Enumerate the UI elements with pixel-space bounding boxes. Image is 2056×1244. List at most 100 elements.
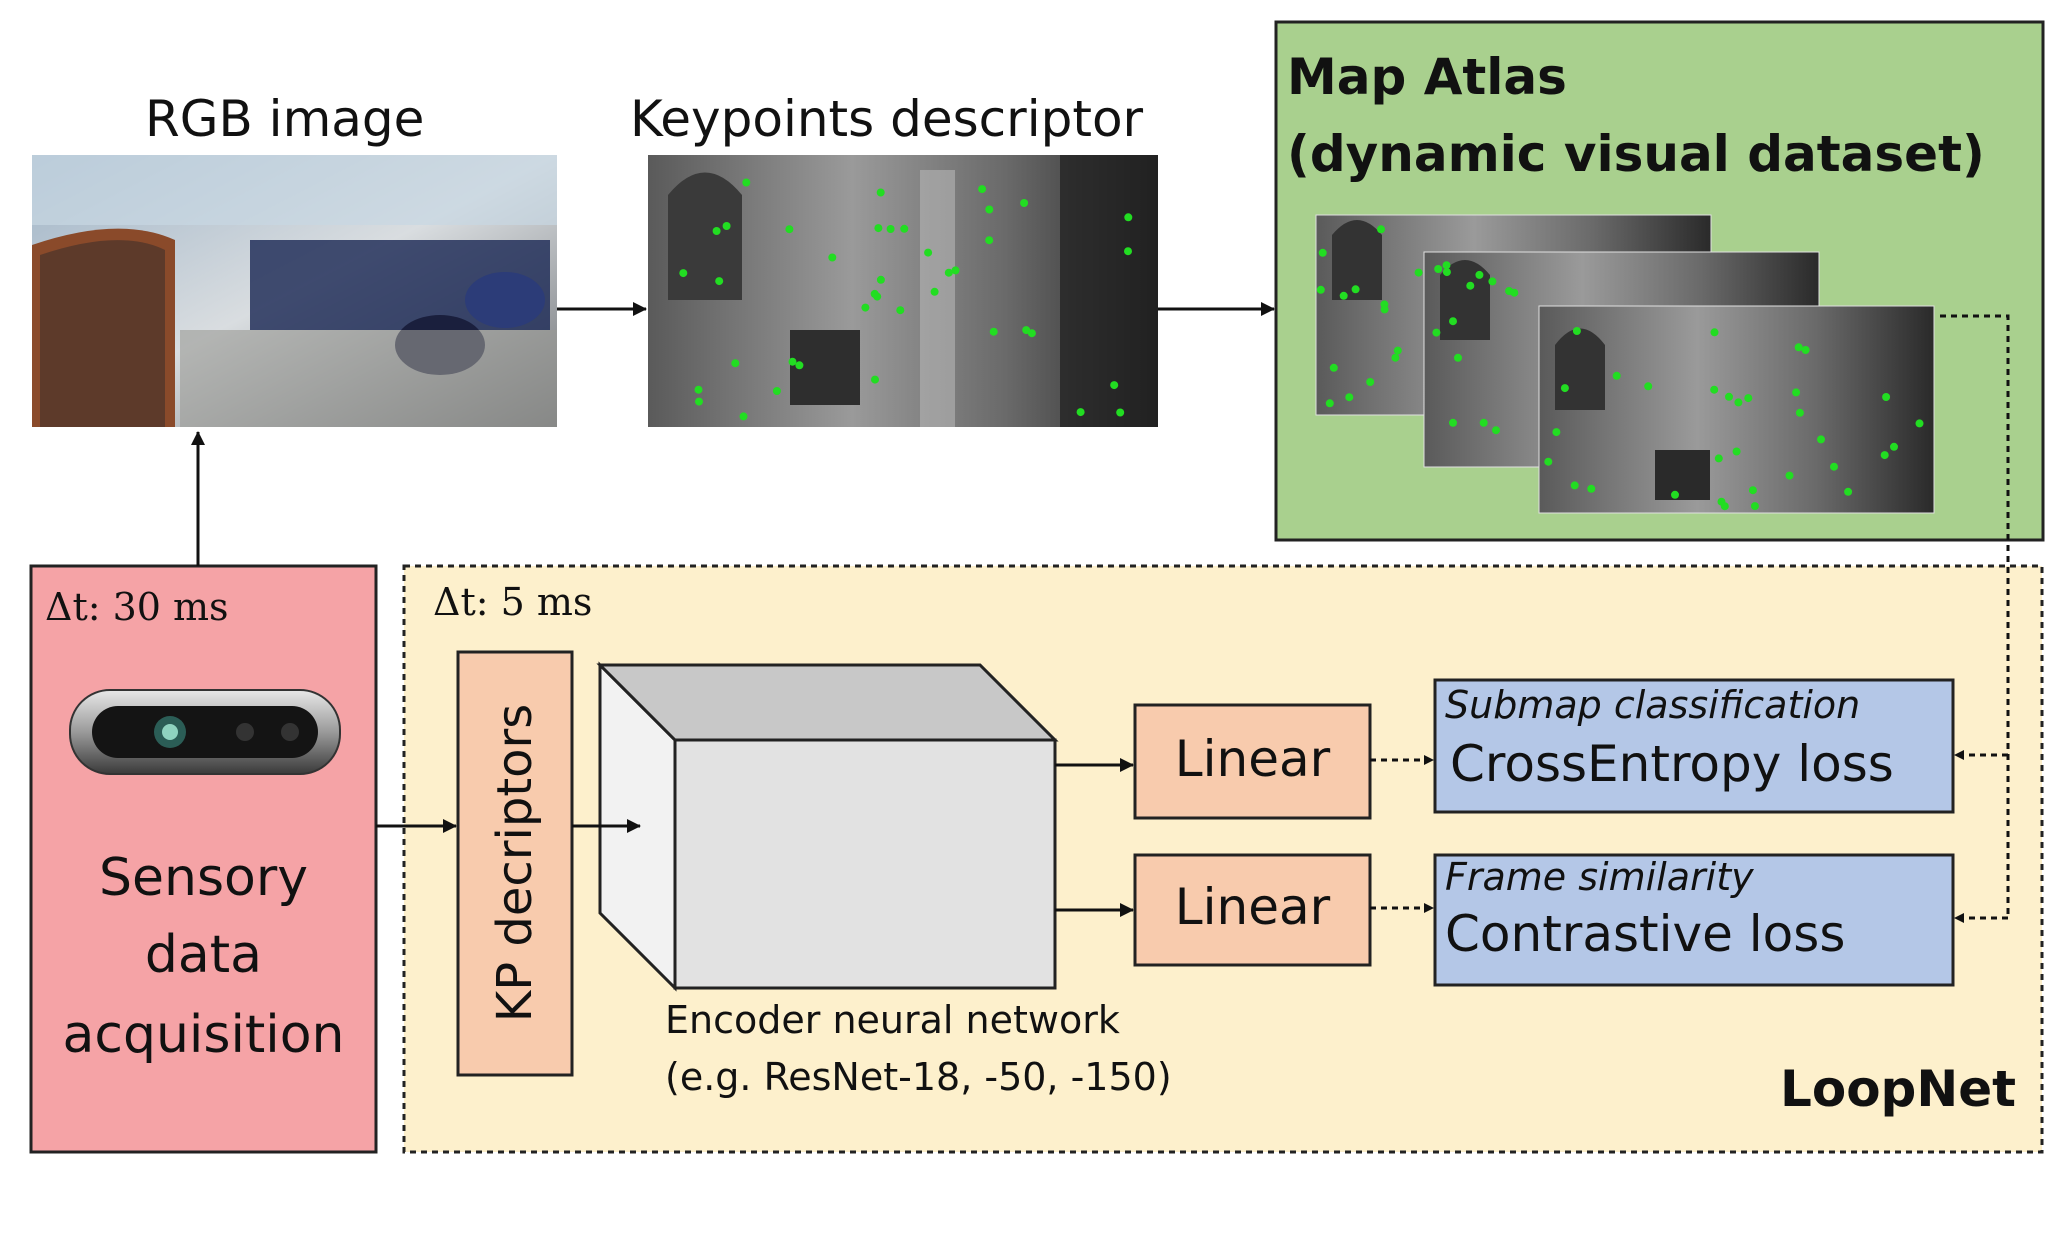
keypoint-dot xyxy=(1890,442,1898,451)
keypoint-dot xyxy=(1880,451,1889,460)
keypoint-dot xyxy=(1801,346,1810,354)
atlas-feedback-line xyxy=(1940,314,2010,918)
keypoint-dot xyxy=(1339,291,1348,300)
keypoint-dot xyxy=(788,357,797,366)
keypoint-dot xyxy=(861,303,870,312)
linear-top-label: Linear xyxy=(1174,730,1331,788)
keypoint-dot xyxy=(739,412,748,421)
keypoint-dot xyxy=(1785,471,1794,480)
keypoint-dot xyxy=(944,268,953,277)
keypoint-dot xyxy=(1454,353,1462,362)
atlas-title-line1: Map Atlas xyxy=(1287,48,1567,106)
keypoint-dot xyxy=(876,275,885,284)
keypoint-dot xyxy=(1505,287,1514,295)
keypoint-dot xyxy=(1544,457,1553,466)
camera-icon xyxy=(69,689,341,775)
loss-box-bottom xyxy=(1433,853,1955,987)
keypoint-dot xyxy=(1479,418,1488,427)
loss-bottom-caption: Frame similarity xyxy=(1445,855,1754,899)
linear-box-top xyxy=(1133,703,1372,820)
keypoint-dot xyxy=(1110,381,1119,390)
keypoint-dot xyxy=(1844,487,1853,496)
keypoint-dot xyxy=(1391,353,1400,362)
keypoint-dot xyxy=(772,387,781,395)
keypoint-dot xyxy=(1116,408,1125,417)
keypoint-dot xyxy=(1560,384,1569,393)
keypoint-dot xyxy=(870,289,879,298)
keypoint-dot xyxy=(1817,435,1825,444)
keypoint-dot xyxy=(1612,371,1621,380)
keypoint-dot xyxy=(1318,248,1327,257)
loss-bottom-name: Contrastive loss xyxy=(1445,905,1846,963)
keypoint-dot xyxy=(1377,225,1385,234)
keypoint-dot xyxy=(876,188,885,197)
rgb-image xyxy=(32,155,557,427)
keypoint-dot xyxy=(1552,428,1561,437)
keypoint-dot xyxy=(1915,419,1924,428)
atlas-title-line2: (dynamic visual dataset) xyxy=(1287,125,1985,183)
keypoint-dot xyxy=(712,227,721,235)
keypoint-dot xyxy=(1076,408,1085,417)
keypoint-dot xyxy=(715,277,724,286)
keypoint-dot xyxy=(722,222,731,230)
encoder-block xyxy=(596,661,1059,992)
keypoint-dot xyxy=(1732,447,1741,456)
keypoint-dot xyxy=(1710,328,1719,337)
keypoint-dot xyxy=(1795,408,1804,417)
sensor-delta-t: Δt: 30 ms xyxy=(45,585,229,629)
keypoint-dot xyxy=(1366,378,1375,386)
keypoint-dot xyxy=(985,205,994,214)
keypoint-dot xyxy=(1442,268,1451,277)
keypoints-title: Keypoints descriptor xyxy=(630,90,1144,148)
keypoint-dot xyxy=(1475,270,1484,279)
keypoint-dot xyxy=(1449,317,1457,326)
keypoint-dot xyxy=(1644,382,1653,391)
keypoint-dot xyxy=(828,253,837,262)
keypoint-dot xyxy=(1587,484,1596,493)
keypoint-dot xyxy=(1124,213,1133,222)
keypoint-dot xyxy=(1725,392,1733,401)
keypoint-dot xyxy=(1744,394,1753,403)
rgb-image-title: RGB image xyxy=(145,90,425,148)
loopnet-name: LoopNet xyxy=(1780,1060,2017,1118)
keypoint-dot xyxy=(694,385,703,394)
encoder-label-line2: (e.g. ResNet-18, -50, -150) xyxy=(665,1055,1172,1099)
keypoint-dot xyxy=(871,375,879,384)
keypoint-dot xyxy=(1434,265,1443,273)
keypoint-dot xyxy=(1720,502,1729,511)
keypoint-dot xyxy=(1432,328,1441,337)
keypoint-dot xyxy=(1449,418,1457,427)
linear-box-bottom xyxy=(1133,853,1372,967)
keypoint-dots xyxy=(679,178,1924,511)
keypoint-dot xyxy=(731,359,740,368)
keypoints-image xyxy=(648,155,1158,427)
keypoint-dot xyxy=(900,224,909,233)
sensor-label-line2: data xyxy=(144,925,263,985)
keypoint-dot xyxy=(1380,305,1389,314)
loopnet-delta-t: Δt: 5 ms xyxy=(433,580,593,624)
keypoint-dot xyxy=(896,306,905,315)
keypoint-dot xyxy=(886,225,895,233)
keypoint-dot xyxy=(1325,399,1334,408)
keypoint-dot xyxy=(924,248,933,257)
keypoint-dot xyxy=(951,266,960,275)
encoder-label-line1: Encoder neural network xyxy=(665,998,1120,1042)
keypoint-dot xyxy=(1748,486,1757,495)
keypoint-dot xyxy=(1442,261,1451,270)
keypoint-dot xyxy=(989,327,998,336)
keypoint-dot xyxy=(1714,454,1723,463)
keypoint-dot xyxy=(1393,346,1402,355)
keypoint-dot xyxy=(1351,285,1360,294)
keypoint-dot xyxy=(978,185,987,194)
keypoint-dot xyxy=(1710,385,1719,394)
keypoint-dot xyxy=(1316,285,1325,294)
sensor-label-line1: Sensory xyxy=(98,848,308,908)
keypoint-dot xyxy=(1329,363,1338,372)
keypoint-dot xyxy=(985,236,994,245)
sensor-box xyxy=(29,564,378,1154)
kp-box-label: KP decriptors xyxy=(487,703,543,1023)
sensor-label-line3: acquisition xyxy=(62,1005,345,1065)
keypoint-dot xyxy=(1022,326,1031,335)
linear-bottom-label: Linear xyxy=(1174,878,1331,936)
